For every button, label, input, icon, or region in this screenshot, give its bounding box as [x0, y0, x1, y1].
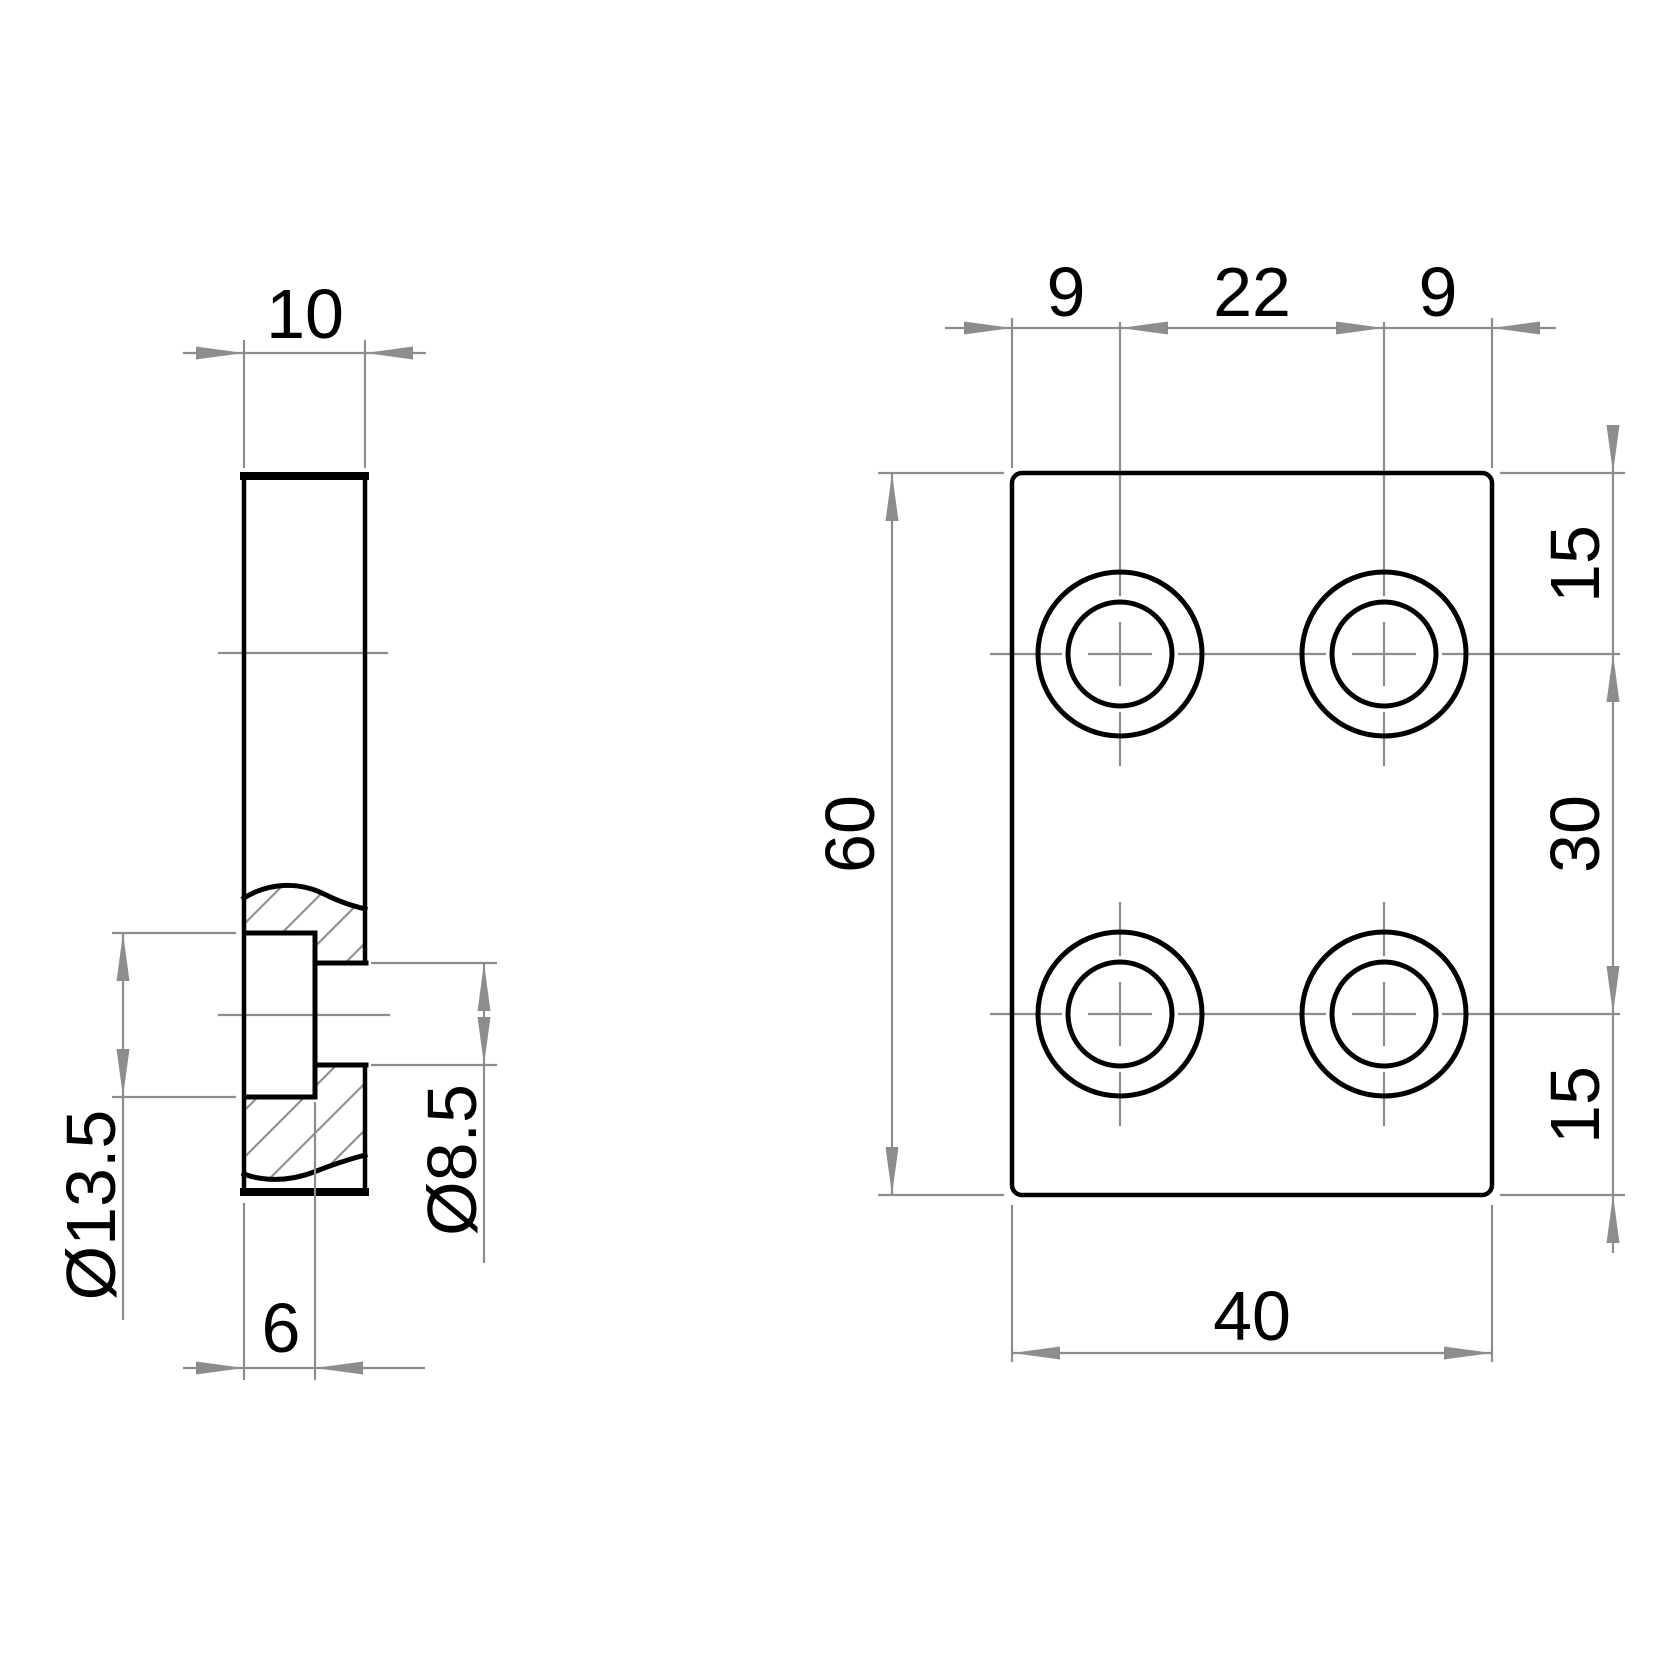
dim-width: 40	[1010, 1205, 1494, 1362]
counterbore-section-edges	[242, 930, 369, 1100]
dim-top-chain: 9 22 9	[945, 253, 1556, 468]
dim-height: 60	[811, 471, 1004, 1197]
hole-circle-bottom-left	[1065, 959, 1175, 1069]
front-centerlines	[990, 322, 1620, 1126]
holes	[1035, 569, 1469, 1099]
dim-hole-spacing-x-label: 22	[1213, 253, 1291, 331]
dim-hole-diameter: Ø8.5	[371, 961, 497, 1263]
dim-counterbore-diameter: Ø13.5	[52, 931, 236, 1320]
break-line-upper	[240, 882, 369, 913]
dim-counterbore-depth-label: 6	[262, 1289, 301, 1367]
counterbore-circle-top-left	[1035, 569, 1205, 739]
dim-width-label: 40	[1213, 1277, 1291, 1355]
front-view: 9 22 9 60 15 30 15	[811, 253, 1625, 1362]
dim-counterbore-depth: 6	[183, 1102, 425, 1380]
dim-hole-edge-bottom-label: 15	[1536, 1066, 1614, 1144]
dim-counterbore-diameter-label: Ø13.5	[52, 1110, 130, 1301]
dim-hole-edge-left-label: 9	[1047, 253, 1086, 331]
plate-outline	[1009, 470, 1495, 1198]
side-section-view: 10 Ø13.5 Ø8.5 6	[52, 275, 497, 1380]
hole-circle-top-right	[1329, 599, 1439, 709]
dim-thickness-label: 10	[266, 275, 344, 353]
hole-circle-bottom-right	[1329, 959, 1439, 1069]
hatch-lower	[246, 1067, 363, 1180]
dim-hole-edge-top-label: 15	[1536, 525, 1614, 603]
hatch-upper	[246, 887, 363, 961]
dim-hole-spacing-y-label: 30	[1536, 795, 1614, 873]
counterbore-circle-bottom-right	[1299, 929, 1469, 1099]
dim-hole-diameter-label: Ø8.5	[413, 1084, 491, 1236]
dim-right-chain: 15 30 15	[1500, 425, 1625, 1253]
dim-thickness: 10	[183, 275, 426, 468]
counterbore-circle-bottom-left	[1035, 929, 1205, 1099]
hole-circle-top-left	[1065, 599, 1175, 709]
dim-hole-edge-right-label: 9	[1419, 253, 1458, 331]
dim-height-label: 60	[811, 795, 889, 873]
side-outline	[240, 472, 369, 1196]
counterbore-circle-top-right	[1299, 569, 1469, 739]
